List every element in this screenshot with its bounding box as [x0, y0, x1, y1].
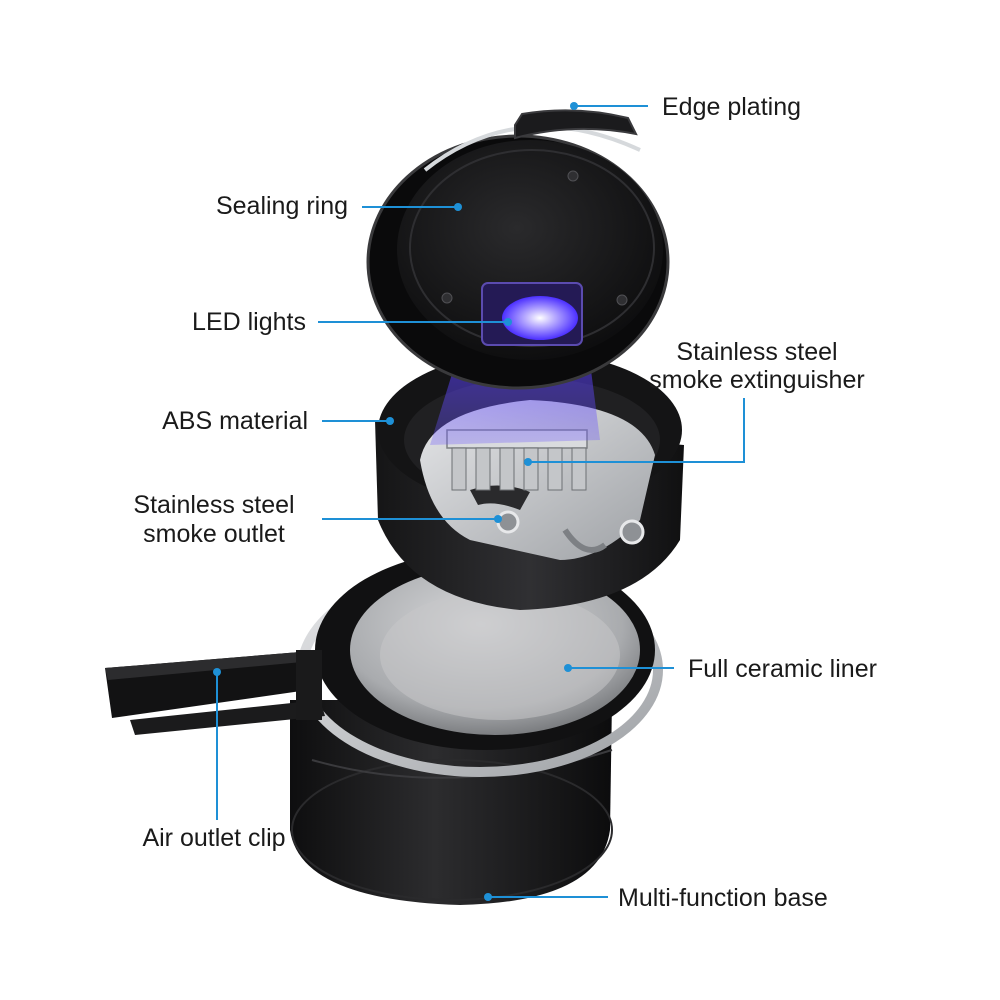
label-steel-outlet-line1: Stainless steel	[133, 491, 294, 519]
label-abs-material: ABS material	[162, 407, 308, 435]
lid-tab	[514, 109, 638, 140]
label-steel-extinguisher-line2: smoke extinguisher	[649, 366, 864, 394]
ceramic-liner-inner	[380, 590, 620, 720]
label-led-lights: LED lights	[192, 308, 306, 336]
leader-dots	[213, 102, 578, 901]
label-ceramic-liner: Full ceramic liner	[688, 655, 877, 683]
label-sealing-ring: Sealing ring	[216, 192, 348, 220]
label-edge-plating: Edge plating	[662, 93, 801, 121]
lid	[366, 109, 670, 390]
label-air-outlet-clip: Air outlet clip	[142, 824, 285, 852]
label-multi-function-base: Multi-function base	[618, 884, 828, 912]
label-steel-outlet-line2: smoke outlet	[143, 520, 285, 548]
air-outlet-clip	[105, 650, 325, 735]
leader-lines	[216, 105, 745, 898]
label-steel-extinguisher-line1: Stainless steel	[676, 338, 837, 366]
leader-steel-extinguisher	[528, 398, 745, 463]
led-glow	[502, 296, 578, 340]
